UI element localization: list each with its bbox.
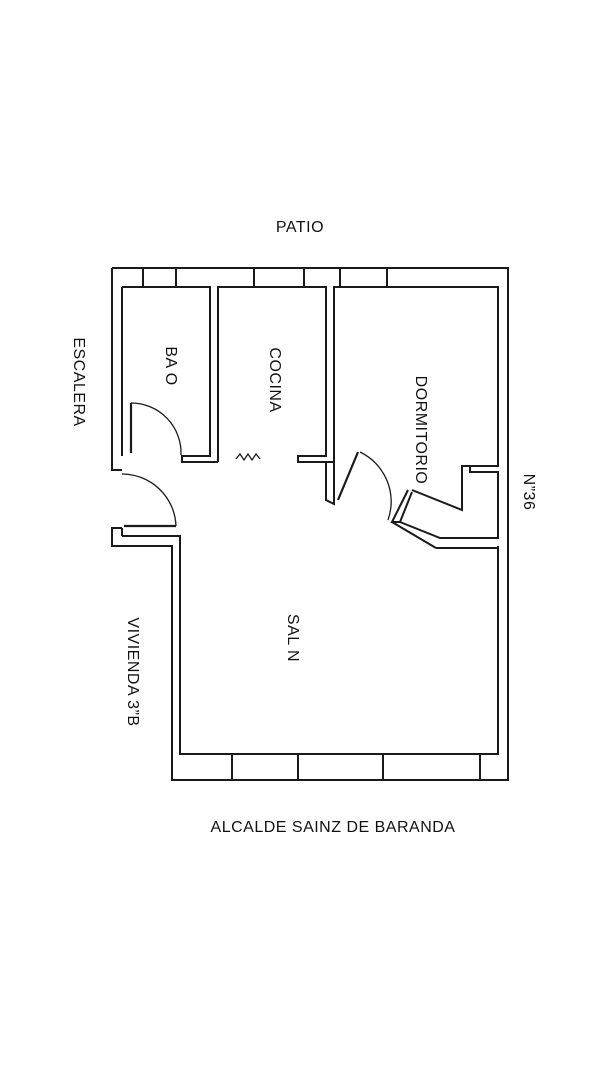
label-escalera: ESCALERA <box>70 337 87 427</box>
room-label-bano: BA O <box>162 346 179 386</box>
kitchen-partition-zigzag <box>235 452 261 462</box>
label-numero: N”36 <box>520 473 537 511</box>
room-label-dormitorio: DORMITORIO <box>412 375 429 485</box>
door-entrance-swing <box>121 473 177 527</box>
doors <box>121 402 392 528</box>
exterior-walls <box>111 267 509 781</box>
door-bano-swing <box>130 402 182 456</box>
room-bano-walls <box>122 286 334 463</box>
bottom-windows <box>231 754 481 780</box>
room-dormitorio-walls <box>325 286 499 549</box>
door-dormitorio-leaf <box>336 451 360 501</box>
room-label-salon: SAL N <box>284 613 301 663</box>
top-windows <box>142 268 388 287</box>
label-street: ALCALDE SAINZ DE BARANDA <box>210 819 456 836</box>
room-label-cocina: COCINA <box>266 347 283 413</box>
door-dormitorio-swing <box>359 451 392 521</box>
label-vivienda: VIVIENDA 3”B <box>124 617 141 727</box>
label-patio: PATIO <box>275 219 325 236</box>
